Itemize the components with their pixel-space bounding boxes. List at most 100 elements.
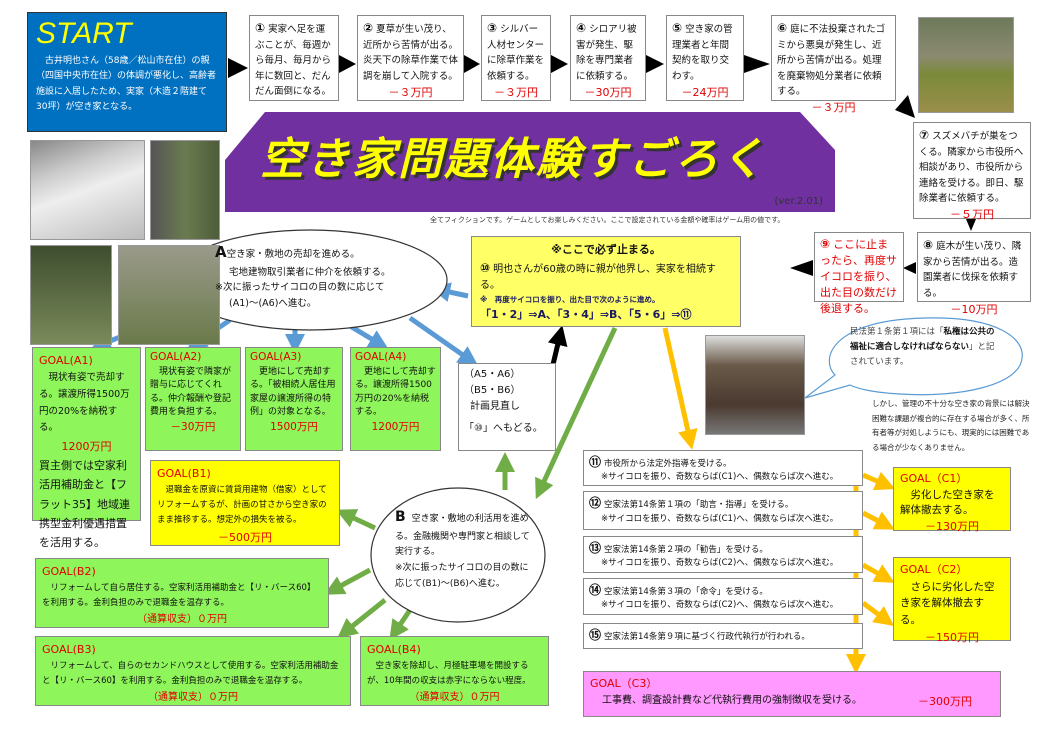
photo-ivy-wall [150, 140, 220, 240]
goal-text: 更地にして売却する。譲渡所得1500万円の20%を納税する。 [355, 366, 436, 418]
step-text: 実家へ足を運ぶことが、毎週から毎月、毎月から年に数回と、だんだん面倒になる。 [255, 24, 332, 97]
start-box: START 古井明也さん（58歳／松山市在住）の親（四国中央市在住）の体調が悪化… [27, 12, 227, 132]
step-text: 空家法第14条第２項の「勧告」を受ける。 [604, 545, 768, 555]
must-stop: ※ここで必ず止まる。 [551, 243, 661, 256]
goal-title: GOAL(A3) [250, 351, 302, 363]
step-text: シルバー人材センターに除草作業を依頼する。 [487, 24, 545, 82]
speech-pre: 民法第１条第１項には「 [850, 327, 944, 337]
branch-a-text: A空き家・敷地の売却を進める。 宅地建物取引業者に仲介を依頼する。 ※次に振った… [215, 240, 435, 312]
goal-amount: －130万円 [925, 520, 979, 533]
version: (ver.2.01) [774, 196, 823, 207]
step-number: ⑫ [589, 496, 602, 510]
goal-text: 現状有姿で隣家が贈与に応じてくれる。仲介報酬や登記費用を負担する。 [150, 366, 232, 418]
goal-c1: GOAL（C1） 劣化した空き家を解体撤去する。 －130万円 [893, 467, 1011, 533]
photo-collapsed-house [705, 335, 805, 435]
step-cost: －３万円 [811, 100, 856, 114]
branch-a-line: 宅地建物取引業者に仲介を依頼する。 [229, 266, 391, 278]
title-banner: 空き家問題体験すごろく (ver.2.01) [225, 112, 835, 212]
step-number: ⑤ [672, 21, 683, 35]
step-text: 庭木が生い茂り、隣家から苦情が出る。造園業者に伐採を依頼する。 [923, 241, 1022, 299]
step-note: ※サイコロを振り、奇数ならば(C2)へ、偶数ならば次へ進む。 [601, 600, 839, 610]
branch-a-letter: A [215, 243, 227, 261]
step-number: ⑦ [919, 128, 930, 142]
goal-title: GOAL(A4) [355, 351, 407, 363]
branch-b-letter: B [395, 509, 406, 525]
step-number: ⑭ [589, 583, 602, 597]
speech-post: 」と記されています。 [850, 341, 995, 367]
goal-text: 退職金を原資に賃貸用建物（借家）としてリフォームするが、計画の甘さから空き家のま… [157, 485, 327, 525]
goal-title: GOAL(B2) [42, 565, 96, 578]
goal-amount: 1500万円 [270, 420, 318, 433]
branch-b-note: ※次に振ったサイコロの目の数に応じて(B1)～(B6)へ進む。 [395, 563, 529, 589]
goal-c2: GOAL（C2） さらに劣化した空き家を解体撤去する。 －150万円 [893, 557, 1011, 644]
start-text: 古井明也さん（58歳／松山市在住）の親（四国中央市在住）の体調が悪化し、高齢者施… [36, 56, 217, 112]
step-text: 空家法第14条第９項に基づく行政代執行が行われる。 [604, 632, 810, 642]
review-line: （B5・B6） [464, 385, 521, 396]
step-number: ⑬ [589, 541, 602, 555]
step-text: 夏草が生い茂り、近所から苦情が出る。炎天下の除草作業で体調を崩して入院する。 [363, 24, 459, 82]
step-note: ※サイコロを振り、奇数ならば(C1)へ、偶数ならば次へ進む。 [601, 513, 839, 524]
disclaimer: 全てフィクションです。ゲームとしてお楽しみください。ここで設定されている金額や確… [430, 216, 785, 224]
goal-b4: GOAL(B4) 空き家を除却し、月極駐車場を開設するが、10年間の収支は赤字に… [360, 636, 549, 706]
goal-a2: GOAL(A2) 現状有姿で隣家が贈与に応じてくれる。仲介報酬や登記費用を負担す… [145, 347, 241, 451]
goal-b2: GOAL(B2) リフォームして自ら居住する。空家利活用補助金と【リ・バース60… [35, 558, 329, 628]
goal-title: GOAL(A2) [150, 351, 202, 363]
note-text: しかし、管理の不十分な空き家の背景には解決困難な課題が複合的に存在する場合が多く… [872, 399, 1030, 452]
step-number: ① [255, 21, 266, 35]
photo-house-roof [30, 140, 145, 240]
goal-title: GOAL（C3） [590, 677, 658, 690]
goal-title: GOAL(B4) [367, 643, 421, 656]
speech-bold: 私権は公共の福祉に適合しなければならない [850, 327, 995, 352]
step-text: 庭に不法投棄されたゴミから悪臭が発生し、近所から苦情が出る。処理を廃棄物処分業者… [777, 24, 886, 97]
goal-title: GOAL（C1） [900, 472, 968, 485]
goal-text: リフォームして自ら居住する。空家利活用補助金と【リ・バース60】を利用する。金利… [42, 583, 316, 609]
step-number: ③ [487, 21, 498, 35]
step-cost: －10万円 [950, 302, 998, 316]
step-text: 市役所から法定外指導を受ける。 [604, 459, 732, 469]
goal-amount: －30万円 [170, 420, 216, 433]
goal-amount: －150万円 [925, 630, 979, 644]
plan-review-box: （A5・A6） （B5・B6） 計画見直し 「⑩」へもどる。 [458, 363, 556, 451]
photo-garden [30, 245, 112, 345]
goal-title: GOAL(A1) [39, 354, 93, 367]
step-text: スズメバチが巣をつくる。隣家から市役所へ相談があり、市役所から連絡を受ける。即日… [919, 131, 1024, 204]
step-cost: －３万円 [494, 85, 538, 99]
goal-amount: 1200万円 [61, 439, 112, 453]
goal-a4: GOAL(A4) 更地にして売却する。譲渡所得1500万円の20%を納税する。 … [350, 347, 441, 451]
branch-a-line: 空き家・敷地の売却を進める。 [226, 249, 360, 260]
step-text: 空き家の管理業者と年間契約を取り交わす。 [672, 24, 733, 82]
goal-a3: GOAL(A3) 更地にして売却する。「被相続人居住用家屋の譲渡所得の特例」の対… [245, 347, 343, 451]
goal-extra: 買主側では空家利活用補助金と【フラット35】地域連携型金利優遇措置を活用する。 [39, 459, 130, 549]
start-title: START [36, 17, 132, 50]
goal-text: さらに劣化した空き家を解体撤去する。 [900, 580, 995, 627]
step-cost: －３万円 [388, 85, 433, 99]
step-number: ④ [576, 21, 587, 35]
step-number: ② [363, 21, 374, 35]
review-line: 「⑩」へもどる。 [464, 423, 543, 434]
game-title: 空き家問題体験すごろく [260, 134, 766, 185]
goal-text: 工事費、調査設計費など代執行費用の強制徴収を受ける。 [602, 694, 862, 706]
goal-text: リフォームして、自らのセカンドハウスとして使用する。空家利活用補助金と【リ・バー… [42, 661, 339, 687]
goal-amount: 1200万円 [371, 420, 420, 433]
photo-mowing [918, 17, 1014, 113]
goal-amount: （通算収支）０万円 [148, 692, 238, 703]
step-number: ⑪ [589, 455, 602, 469]
branch-b-line: 空き家・敷地の利活用を進める。金融機関や専門家と相談して実行する。 [395, 514, 530, 558]
step-cost: －30万円 [584, 85, 632, 99]
speech-text: 民法第１条第１項には「私権は公共の福祉に適合しなければならない」と記されています… [850, 325, 1000, 370]
step-cost: －５万円 [950, 207, 994, 221]
goal-text: 劣化した空き家を解体撤去する。 [900, 488, 995, 517]
review-line: （A5・A6） [464, 369, 521, 380]
